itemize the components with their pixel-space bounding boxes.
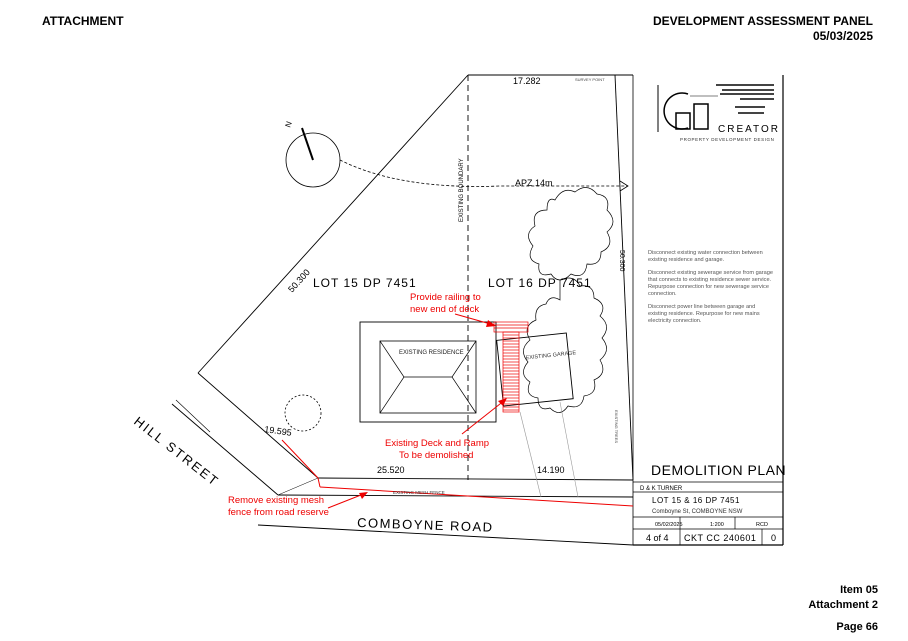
- site-address: Comboyne St, COMBOYNE NSW: [652, 509, 743, 515]
- comboyne-road-edge: [277, 494, 634, 498]
- lot16-label: LOT 16 DP 7451: [488, 276, 592, 290]
- fence-annotation: Remove existing mesh fence from road res…: [228, 492, 368, 518]
- client-name: D & K TURNER: [640, 486, 683, 492]
- existing-residence: [359, 321, 497, 423]
- north-label: N: [283, 120, 294, 129]
- sheet-number: 4 of 4: [646, 533, 669, 543]
- drawn-by: RCD: [756, 522, 768, 528]
- deck-and-ramp: [493, 321, 529, 413]
- note-water: Disconnect existing water connection bet…: [648, 250, 763, 263]
- drawing-title: DEMOLITION PLAN: [651, 462, 787, 478]
- dim-right: 50.300: [618, 250, 625, 272]
- note-power: Disconnect power line between garage and…: [648, 304, 760, 324]
- lot-description: LOT 15 & 16 DP 7451: [652, 496, 740, 505]
- railing-text-1: Provide railing to: [410, 292, 481, 303]
- railing-annotation: Provide railing to new end of deck: [410, 292, 496, 327]
- header-date: 05/03/2025: [812, 29, 873, 43]
- project-number: CKT CC 240601: [684, 533, 756, 543]
- logo-sub: PROPERTY DEVELOPMENT DESIGN: [680, 137, 774, 142]
- mesh-fence: [319, 486, 634, 507]
- footer: Item 05 Attachment 2 Page 66: [808, 583, 878, 635]
- demolition-notes: Disconnect existing water connection bet…: [648, 250, 773, 331]
- title-block-grid: [633, 481, 783, 545]
- dim-corner: 19.595: [264, 424, 293, 438]
- hill-street-label: HILL STREET: [131, 414, 222, 490]
- comboyne-road-label: COMBOYNE ROAD: [357, 515, 494, 535]
- fence-corner: [281, 439, 319, 479]
- trees-label: EXISTING TREES: [614, 410, 619, 443]
- lot-boundaries: [197, 74, 634, 481]
- survey-point-label: SURVEY POINT: [575, 77, 605, 82]
- apz-label: APZ 14m: [515, 178, 553, 188]
- fence-text-1: Remove existing mesh: [228, 495, 324, 506]
- deck-text-1: Existing Deck and Ramp: [385, 438, 489, 449]
- fence-text-2: fence from road reserve: [228, 507, 329, 518]
- dim-top: 17.282: [513, 76, 541, 86]
- trees-outline-bottom: [523, 277, 607, 413]
- header-panel: DEVELOPMENT ASSESSMENT PANEL 05/03/2025: [653, 14, 873, 44]
- note-sewer: Disconnect existing sewerage service fro…: [648, 270, 773, 297]
- trees-outline-top: [528, 187, 614, 281]
- deck-annotation: Existing Deck and Ramp To be demolished: [385, 398, 507, 461]
- drawing-scale: 1:200: [710, 522, 724, 528]
- dim-bottom-right: 14.190: [537, 465, 565, 475]
- north-arrow: [301, 127, 314, 161]
- deck-text-2: To be demolished: [399, 450, 473, 461]
- header-panel-title: DEVELOPMENT ASSESSMENT PANEL: [652, 14, 873, 28]
- apz-line: [339, 159, 628, 187]
- header-attachment: ATTACHMENT: [42, 14, 124, 28]
- footer-attachment: Attachment 2: [808, 599, 878, 611]
- lot15-label: LOT 15 DP 7451: [313, 276, 417, 290]
- railing-text-2: new end of deck: [410, 304, 479, 315]
- dim-bottom-left: 25.520: [377, 465, 405, 475]
- footer-page: Page 66: [836, 621, 878, 633]
- road-edge-lower: [257, 524, 634, 546]
- logo-text: CREATOR: [718, 124, 780, 135]
- boundary-label: EXISTING BOUNDARY: [459, 158, 465, 222]
- revision: 0: [771, 533, 776, 543]
- tree-circle: [284, 394, 322, 432]
- north-point-circle: [285, 132, 341, 188]
- footer-item: Item 05: [840, 584, 878, 596]
- residence-label: EXISTING RESIDENCE: [399, 350, 464, 356]
- creator-logo: CREATOR PROPERTY DEVELOPMENT DESIGN: [657, 84, 780, 142]
- fence-label: EXISTING MESH FENCE: [393, 490, 445, 495]
- existing-garage: EXISTING GARAGE: [496, 332, 577, 407]
- drawing-date: 05/02/2025: [655, 522, 683, 528]
- garage-label: EXISTING GARAGE: [525, 350, 576, 361]
- hill-street-edge: [171, 403, 279, 496]
